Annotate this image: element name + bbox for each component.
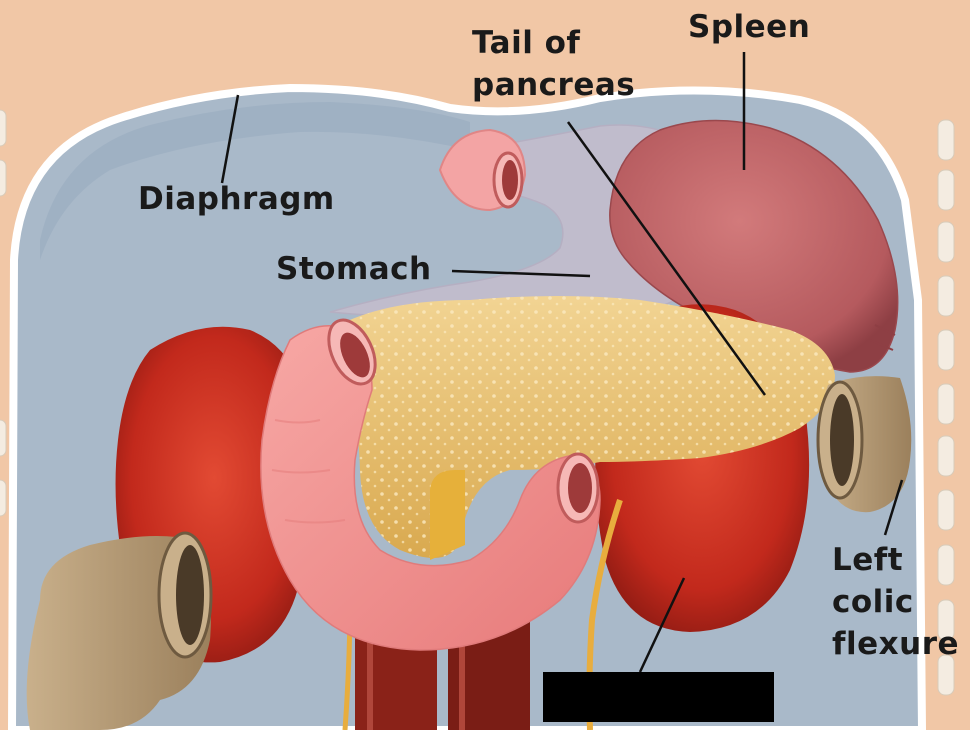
leader-stomach bbox=[451, 269, 591, 278]
diaphragm-shading bbox=[40, 102, 470, 260]
duodenum-folds bbox=[271, 419, 346, 524]
colon-lumen-right bbox=[830, 394, 854, 486]
duodenum-lumen-top bbox=[340, 332, 370, 378]
leader-lines bbox=[220, 52, 904, 673]
leader-kidney bbox=[638, 577, 686, 673]
spleen bbox=[609, 119, 899, 373]
label-stomach: Stomach bbox=[276, 251, 432, 287]
label-left-colic-flexure-line3: flexure bbox=[832, 626, 960, 662]
label-tail-of-pancreas-line2: pancreas bbox=[472, 67, 636, 103]
label-left-colic-flexure-line2: colic bbox=[832, 584, 914, 620]
redacted-label-box bbox=[543, 672, 774, 722]
leader-left-colic-flexure bbox=[883, 479, 904, 536]
leader-tail-of-pancreas bbox=[566, 121, 767, 396]
label-left-colic-flexure-line1: Left bbox=[832, 542, 904, 578]
label-tail-of-pancreas-line1: Tail of bbox=[472, 25, 581, 61]
duodenum-lumen-end bbox=[568, 463, 592, 513]
label-diaphragm: Diaphragm bbox=[138, 181, 335, 217]
spine-beads-right bbox=[937, 119, 955, 696]
spine-beads-left bbox=[0, 109, 7, 517]
spleen-notch bbox=[869, 324, 896, 351]
label-spleen: Spleen bbox=[688, 9, 811, 45]
leader-diaphragm bbox=[220, 94, 240, 184]
colon-lumen-left bbox=[176, 545, 204, 645]
pancreatic-duct bbox=[430, 470, 465, 560]
esophagus-lumen bbox=[502, 160, 518, 200]
